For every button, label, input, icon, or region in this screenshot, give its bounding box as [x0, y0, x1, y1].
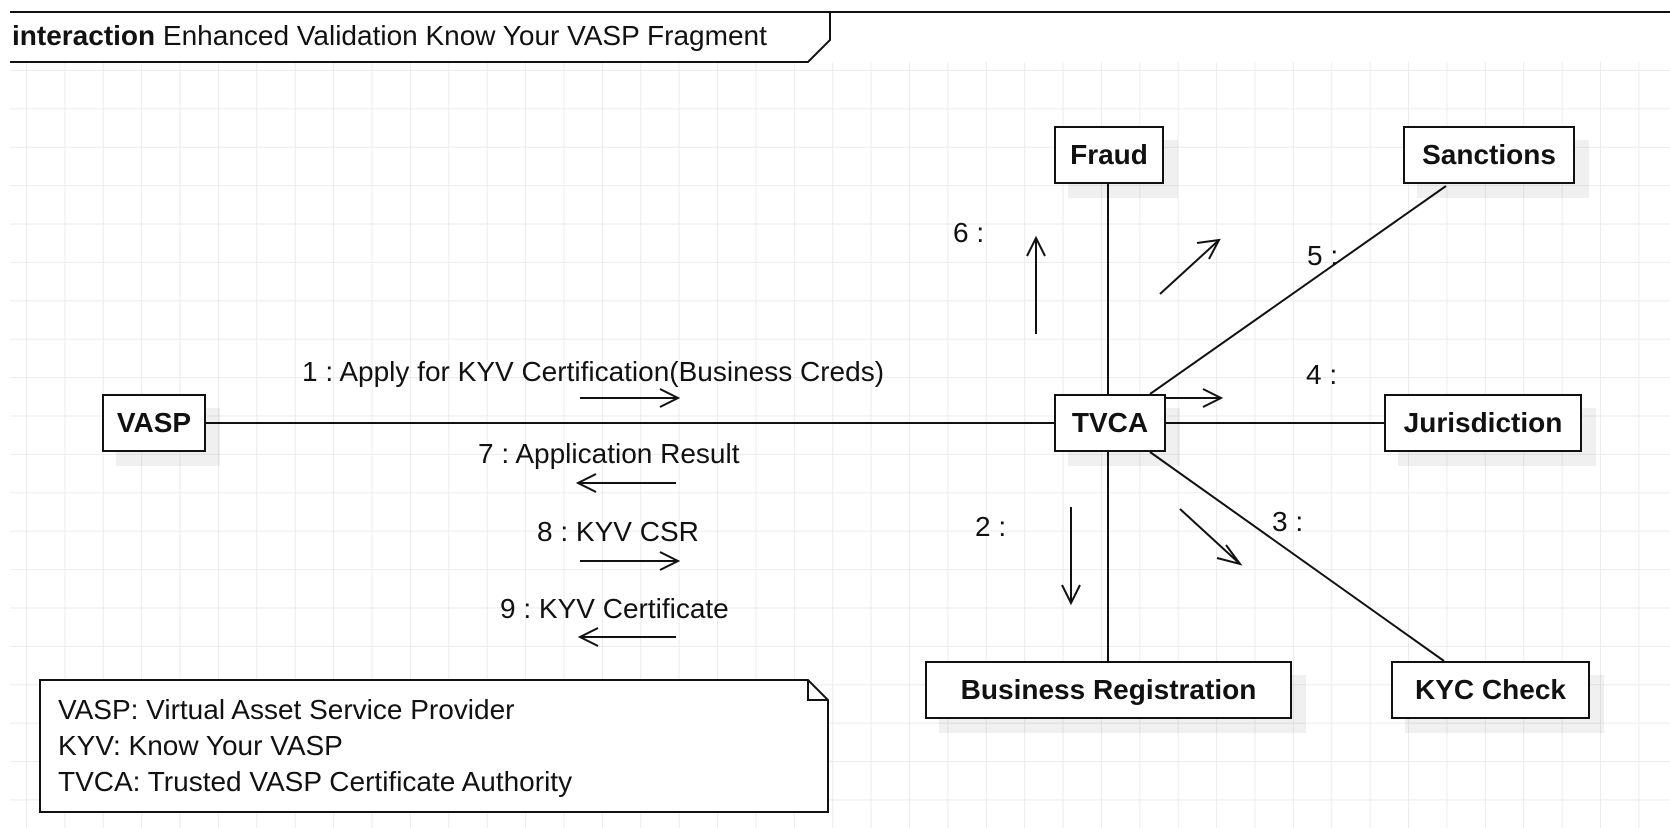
- node-sanctions[interactable]: Sanctions: [1403, 126, 1575, 184]
- arrow-msg-8: [580, 551, 681, 571]
- note-line: VASP: Virtual Asset Service Provider: [58, 694, 515, 725]
- frame-tab-outline: [10, 12, 831, 63]
- node-business-registration[interactable]: Business Registration: [925, 661, 1292, 719]
- frame-keyword: interaction: [12, 20, 156, 51]
- frame-name: Enhanced Validation Know Your VASP Fragm…: [162, 20, 767, 51]
- legend-note: VASP: Virtual Asset Service Provider KYV…: [40, 680, 828, 812]
- arrow-msg-9: [577, 627, 676, 647]
- arrow-msg-7: [575, 473, 676, 493]
- arrow-msg-6: [1026, 235, 1046, 334]
- node-kyc-check[interactable]: KYC Check: [1391, 661, 1590, 719]
- arrow-msg-3: [1179, 508, 1243, 566]
- message-label-1: 1 : Apply for KYV Certification(Business…: [302, 356, 885, 387]
- node-kyc-check-label: KYC Check: [1415, 674, 1566, 705]
- node-jurisdiction-label: Jurisdiction: [1403, 407, 1563, 438]
- node-sanctions-label: Sanctions: [1422, 139, 1556, 170]
- message-label-3: 3 :: [1272, 506, 1304, 537]
- message-label-5: 5 :: [1307, 240, 1339, 271]
- message-label-9: 9 : KYV Certificate: [500, 593, 729, 624]
- frame-title: interaction Enhanced Validation Know You…: [12, 20, 767, 52]
- node-fraud-label: Fraud: [1070, 139, 1148, 170]
- note-text: VASP: Virtual Asset Service Provider KYV…: [58, 692, 572, 800]
- node-jurisdiction[interactable]: Jurisdiction: [1384, 394, 1582, 452]
- note-line: TVCA: Trusted VASP Certificate Authority: [58, 766, 573, 797]
- node-business-registration-label: Business Registration: [960, 674, 1257, 705]
- message-label-2: 2 :: [975, 511, 1007, 542]
- node-tvca-label: TVCA: [1071, 407, 1149, 438]
- message-label-7: 7 : Application Result: [478, 438, 740, 469]
- arrow-msg-5: [1159, 238, 1221, 295]
- note-line: KYV: Know Your VASP: [58, 730, 343, 761]
- node-fraud[interactable]: Fraud: [1054, 126, 1164, 184]
- frame-top-border: [10, 11, 1670, 13]
- arrow-msg-2: [1061, 507, 1081, 606]
- message-label-6: 6 :: [953, 217, 985, 248]
- node-vasp[interactable]: VASP: [102, 394, 206, 452]
- message-label-8: 8 : KYV CSR: [537, 516, 699, 547]
- node-tvca[interactable]: TVCA: [1054, 394, 1166, 452]
- link-tvca-sanctions: [1149, 185, 1447, 395]
- node-vasp-label: VASP: [116, 407, 192, 438]
- arrow-msg-1: [580, 388, 681, 408]
- note-outline: [39, 679, 829, 813]
- link-tvca-kyc-check: [1149, 451, 1445, 662]
- message-label-4: 4 :: [1306, 359, 1338, 390]
